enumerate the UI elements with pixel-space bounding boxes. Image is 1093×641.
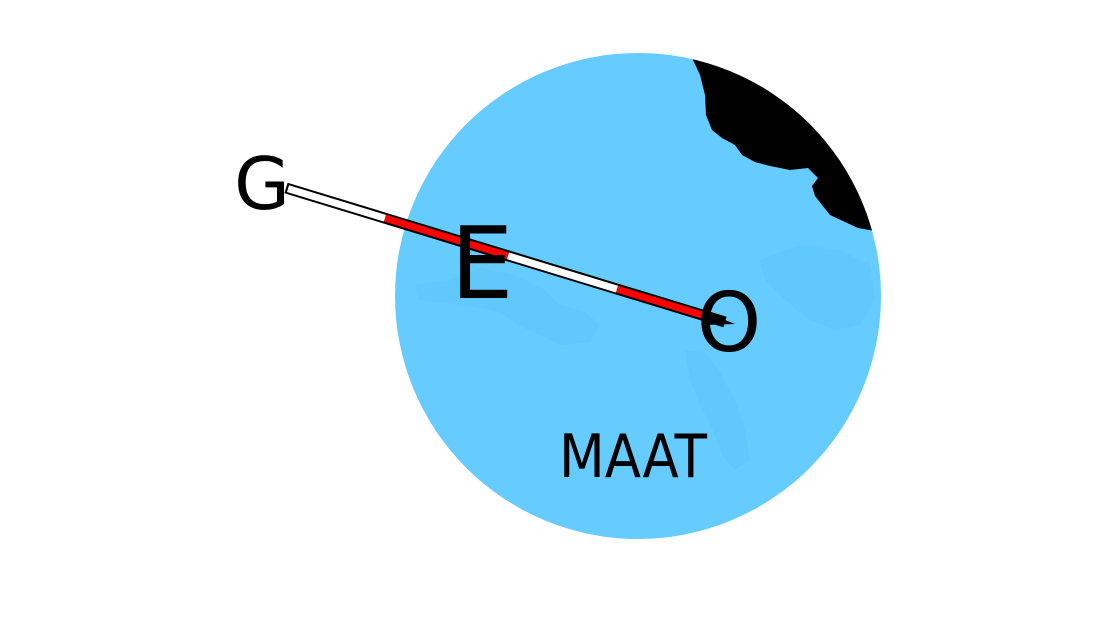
globe-faint-landmass	[415, 268, 600, 345]
rod-segment-white-1	[286, 185, 387, 222]
logo-letter-o: O	[697, 276, 762, 371]
globe-faint-landmass-3	[760, 245, 875, 330]
logo-letter-g: G	[234, 142, 290, 226]
logo-wordmark: MAAT	[559, 422, 707, 492]
logo-letter-e: E	[450, 205, 513, 322]
rod-segment-white-2	[506, 252, 619, 293]
globe-faint-landmass-2	[685, 350, 750, 470]
rod-segment-red-1	[383, 214, 510, 260]
rod-tip	[704, 312, 735, 325]
survey-rod-icon	[284, 182, 735, 328]
rod-segment-red-2	[615, 285, 714, 322]
